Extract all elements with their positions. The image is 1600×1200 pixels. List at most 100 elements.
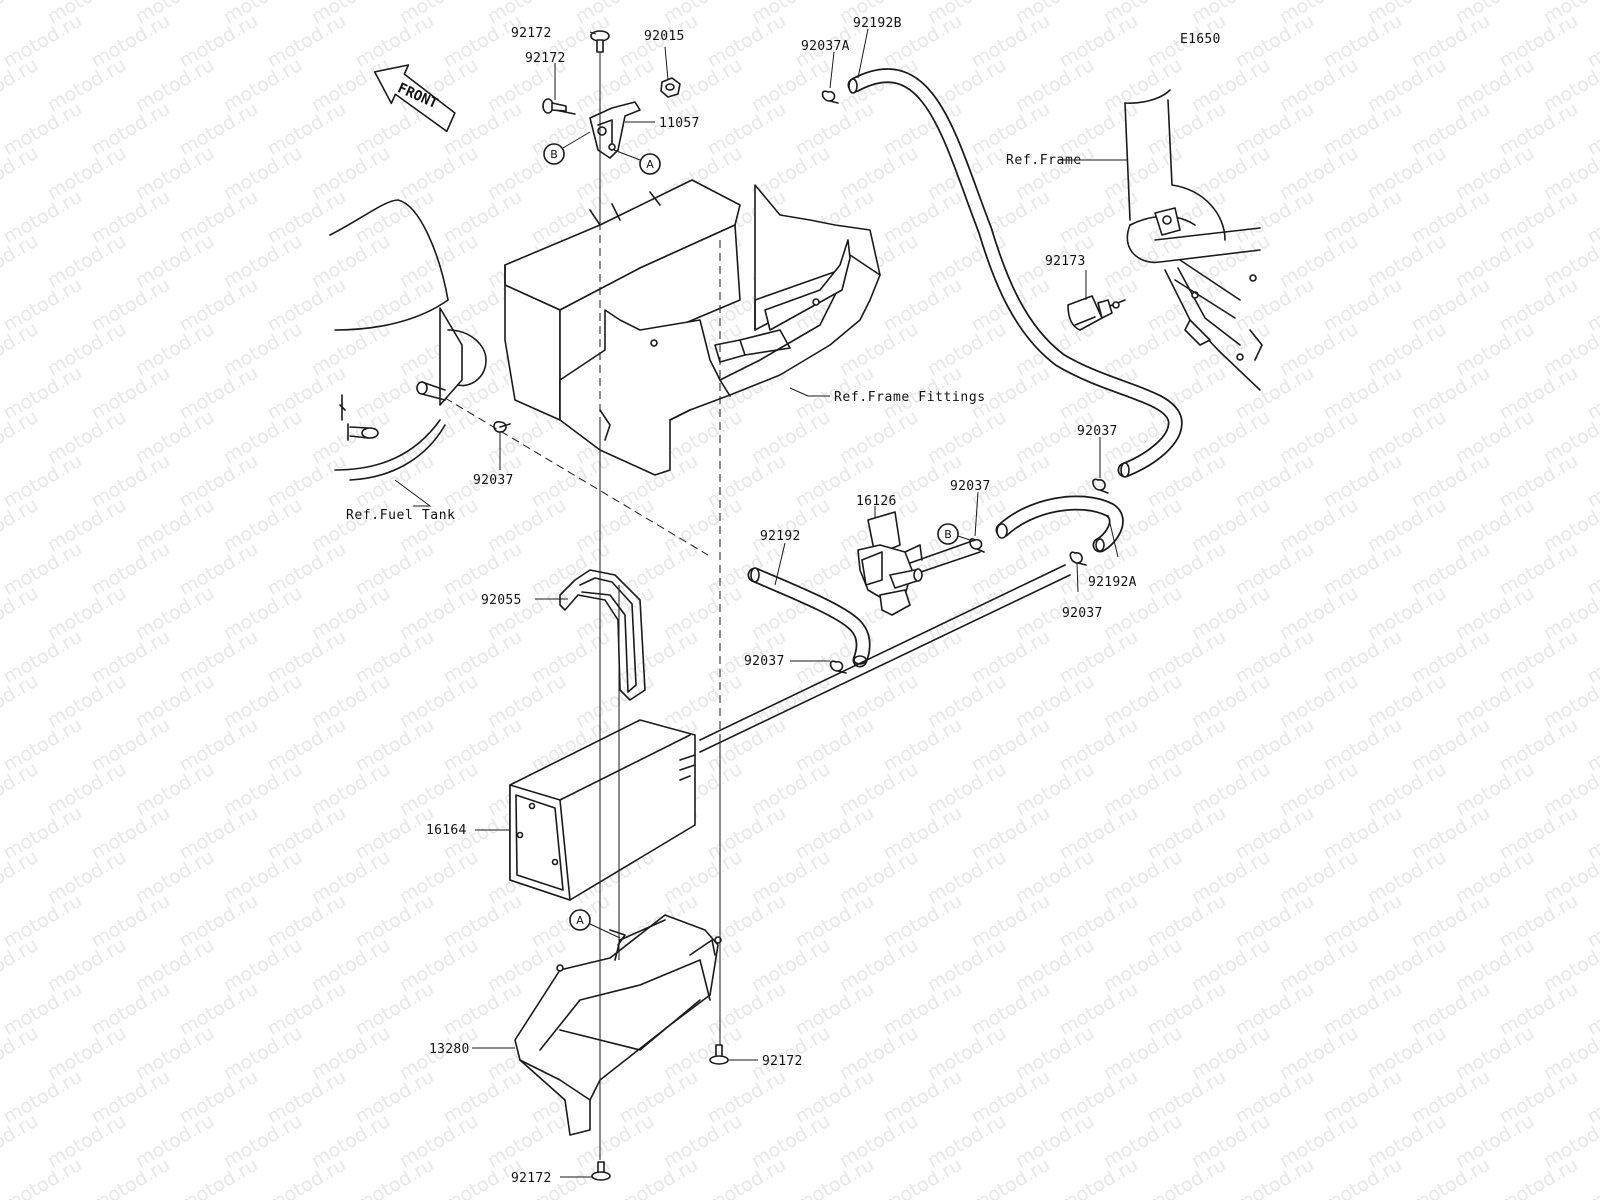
watermark-text: motod.ru	[748, 494, 834, 557]
watermark-text: motod.ru	[1100, 758, 1186, 821]
watermark-text: motod.ru	[352, 10, 438, 73]
watermark-text: motod.ru	[1232, 450, 1318, 513]
watermark-text: motod.ru	[880, 1154, 966, 1200]
watermark-text: motod.ru	[88, 186, 174, 249]
watermark-text: motod.ru	[1232, 626, 1318, 689]
watermark-text: motod.ru	[1496, 186, 1582, 249]
watermark-text: motod.ru	[1144, 626, 1230, 689]
watermark-text: motod.ru	[396, 934, 482, 997]
watermark-text: motod.ru	[264, 626, 350, 689]
fuel-tank-ref	[329, 199, 487, 481]
watermark-text: motod.ru	[660, 670, 746, 733]
watermark-text: motod.ru	[968, 978, 1054, 1041]
watermark-text: motod.ru	[1188, 1022, 1274, 1085]
watermark-text: motod.ru	[1276, 142, 1362, 205]
watermark-text: motod.ru	[0, 538, 86, 601]
watermark-text: motod.ru	[1408, 1066, 1494, 1129]
watermark-text: motod.ru	[792, 802, 878, 865]
watermark-text: motod.ru	[1232, 274, 1318, 337]
watermark-text: motod.ru	[0, 802, 86, 865]
watermark-text: motod.ru	[44, 1022, 130, 1085]
label-bolt-top: 92172	[511, 26, 552, 41]
watermark-text: motod.ru	[1452, 406, 1538, 469]
label-canister: 16164	[426, 823, 467, 838]
watermark-text: motod.ru	[924, 670, 1010, 733]
watermark-text: motod.ru	[264, 186, 350, 249]
watermark-text: motod.ru	[352, 1066, 438, 1129]
bolt-92172-top	[590, 30, 610, 53]
watermark-text: motod.ru	[352, 450, 438, 513]
watermark-text: motod.ru	[616, 626, 702, 689]
watermark-text: motod.ru	[44, 670, 130, 733]
watermark-text: motod.ru	[792, 1154, 878, 1200]
watermark-text: motod.ru	[704, 714, 790, 777]
watermark-text: motod.ru	[748, 54, 834, 117]
watermark-text: motod.ru	[264, 538, 350, 601]
watermark-text: motod.ru	[1144, 1066, 1230, 1129]
watermark-text: motod.ru	[352, 1154, 438, 1200]
marker-b-valve: B	[937, 523, 959, 545]
watermark-text: motod.ru	[220, 670, 306, 733]
watermark-text: motod.ru	[352, 890, 438, 953]
watermark-text: motod.ru	[528, 450, 614, 513]
watermark-text: motod.ru	[1364, 670, 1450, 733]
watermark-text: motod.ru	[44, 846, 130, 909]
watermark-text: motod.ru	[880, 626, 966, 689]
watermark-text: motod.ru	[44, 318, 130, 381]
watermark-text: motod.ru	[352, 538, 438, 601]
watermark-text: motod.ru	[484, 1110, 570, 1173]
watermark-text: motod.ru	[1276, 1022, 1362, 1085]
watermark-text: motod.ru	[220, 846, 306, 909]
watermark-text: motod.ru	[1496, 274, 1582, 337]
watermark-text: motod.ru	[1276, 494, 1362, 557]
watermark-text: motod.ru	[396, 846, 482, 909]
watermark-text: motod.ru	[352, 714, 438, 777]
watermark-text: motod.ru	[1188, 318, 1274, 381]
watermark-text: motod.ru	[1232, 978, 1318, 1041]
watermark-text: motod.ru	[0, 890, 86, 953]
switch-valve-92173	[1067, 295, 1126, 331]
watermark-text: motod.ru	[176, 978, 262, 1041]
watermark-text: motod.ru	[1012, 1022, 1098, 1085]
watermark-text: motod.ru	[0, 1154, 86, 1200]
watermark-text: motod.ru	[132, 934, 218, 997]
watermark-text: motod.ru	[440, 890, 526, 953]
label-bolt-bottom-right: 92172	[762, 1054, 803, 1069]
watermark-text: motod.ru	[1496, 978, 1582, 1041]
watermark-text: motod.ru	[1364, 318, 1450, 381]
frame-fittings-tray	[504, 179, 881, 476]
watermark-text: motod.ru	[924, 582, 1010, 645]
watermark-text: motod.ru	[1012, 846, 1098, 909]
watermark-text: motod.ru	[440, 186, 526, 249]
watermark-text: motod.ru	[880, 186, 966, 249]
watermark-text: motod.ru	[440, 978, 526, 1041]
watermark-text: motod.ru	[1408, 186, 1494, 249]
watermark-text: motod.ru	[1276, 846, 1362, 909]
label-clamp-right-lower: 92037	[1062, 606, 1103, 621]
watermark-text: motod.ru	[132, 318, 218, 381]
watermark-text: motod.ru	[1144, 98, 1230, 161]
watermark-text: motod.ru	[0, 978, 86, 1041]
watermark-text: motod.ru	[1100, 318, 1186, 381]
watermark-text: motod.ru	[1144, 802, 1230, 865]
watermark-text: motod.ru	[132, 670, 218, 733]
watermark-text: motod.ru	[1276, 406, 1362, 469]
watermark-text: motod.ru	[264, 10, 350, 73]
watermark-text: motod.ru	[572, 494, 658, 557]
watermark-text: motod.ru	[176, 450, 262, 513]
watermark-text: motod.ru	[1100, 142, 1186, 205]
watermark-text: motod.ru	[1364, 1022, 1450, 1085]
watermark-text: motod.ru	[1144, 538, 1230, 601]
watermark-text: motod.ru	[44, 1110, 130, 1173]
svg-text:B: B	[944, 528, 952, 541]
watermark-text: motod.ru	[308, 1022, 394, 1085]
watermark-text: motod.ru	[440, 626, 526, 689]
frame-ref	[1124, 89, 1263, 391]
watermark-text: motod.ru	[88, 890, 174, 953]
watermark-text: motod.ru	[88, 538, 174, 601]
watermark-text: motod.ru	[1276, 758, 1362, 821]
watermark-text: motod.ru	[1012, 670, 1098, 733]
watermark-text: motod.ru	[176, 802, 262, 865]
watermark-text: motod.ru	[1012, 1110, 1098, 1173]
